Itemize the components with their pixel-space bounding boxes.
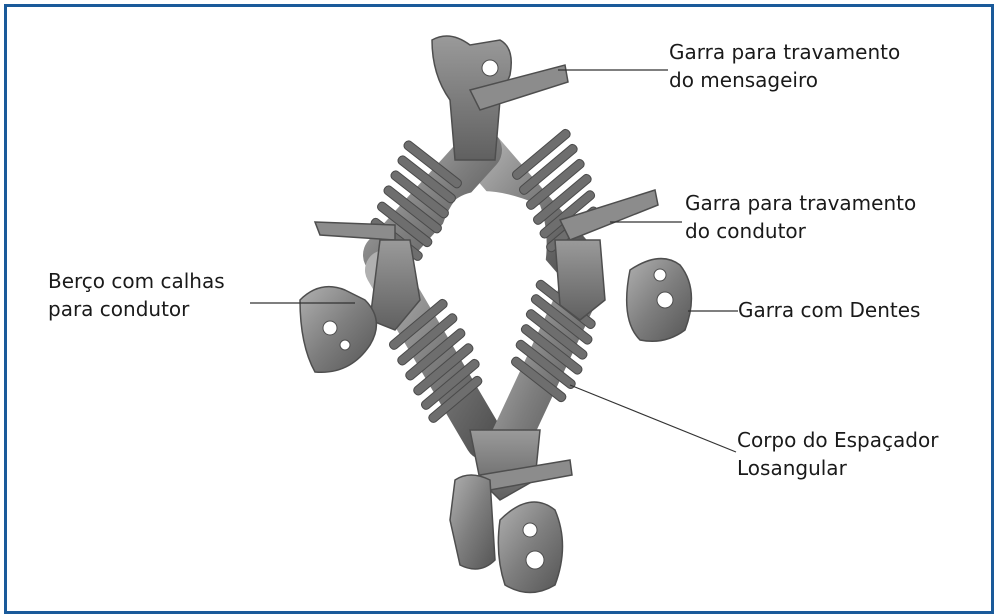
messenger-clamp-part bbox=[431, 35, 569, 161]
label-cradle-line1: Berço com calhas bbox=[48, 269, 225, 293]
label-conductor-clamp-line2: do condutor bbox=[685, 219, 806, 243]
label-messenger-clamp-line1: Garra para travamento bbox=[669, 40, 901, 64]
label-spacer-body: Corpo do Espaçador Losangular bbox=[737, 426, 938, 482]
label-messenger-clamp: Garra para travamento do mensageiro bbox=[669, 38, 900, 94]
label-spacer-body-line1: Corpo do Espaçador bbox=[737, 428, 939, 452]
body-opening bbox=[439, 191, 547, 376]
leader-line-body bbox=[569, 384, 737, 453]
label-spacer-body-line2: Losangular bbox=[737, 456, 847, 480]
label-conductor-clamp: Garra para travamento do condutor bbox=[685, 189, 916, 245]
label-cradle: Berço com calhas para condutor bbox=[48, 267, 225, 323]
fins-upper-right bbox=[511, 128, 599, 253]
fins-lower-left bbox=[388, 298, 483, 423]
label-teeth-clamp-line1: Garra com Dentes bbox=[738, 298, 921, 322]
leader-lines bbox=[250, 69, 738, 453]
label-teeth-clamp: Garra com Dentes bbox=[738, 296, 920, 324]
right-teeth-part bbox=[554, 189, 693, 342]
left-cradle-part bbox=[299, 221, 421, 374]
label-conductor-clamp-line1: Garra para travamento bbox=[685, 191, 917, 215]
label-cradle-line2: para condutor bbox=[48, 297, 190, 321]
label-messenger-clamp-line2: do mensageiro bbox=[669, 68, 819, 92]
bottom-clamp-part bbox=[449, 429, 573, 594]
fins-lower-right bbox=[511, 279, 596, 403]
